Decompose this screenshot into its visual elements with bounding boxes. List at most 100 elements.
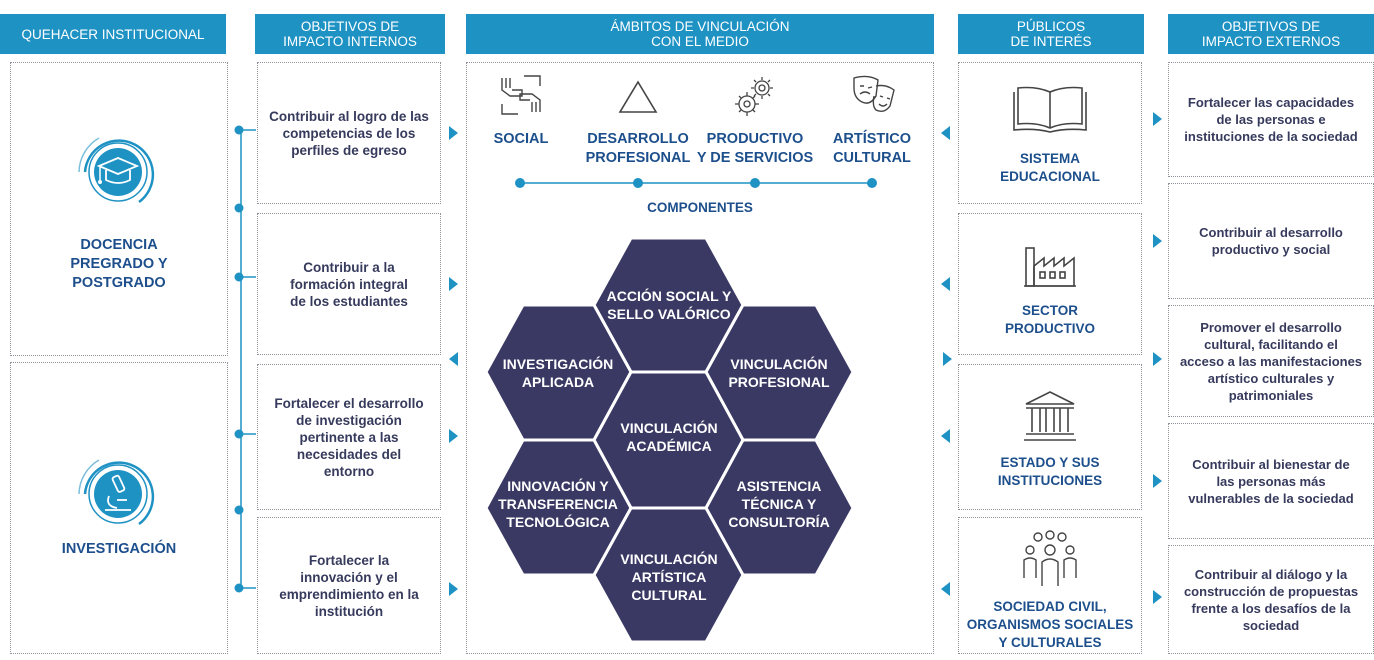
text-line: Contribuir a la (303, 259, 395, 275)
obj-interno-text: Contribuir a la formación integral de lo… (257, 213, 441, 355)
obj-interno-box (257, 364, 441, 510)
text-line: emprendimiento en la (279, 586, 419, 602)
publico-box (958, 62, 1142, 204)
arrow-right-icon (449, 429, 458, 443)
publico-sociedad-civil-label: SOCIEDAD CIVIL, ORGANISMOS SOCIALES Y CU… (958, 598, 1142, 652)
header-objetivos-internos: OBJETIVOS DE IMPACTO INTERNOS (255, 14, 445, 54)
text-line: Contribuir al logro de las (269, 108, 429, 124)
hex-center-line: ACADÉMICA (626, 438, 712, 454)
arrow-right-icon (449, 277, 458, 291)
text-line: Fortalecer el desarrollo (274, 395, 424, 411)
header-line: PÚBLICOS (1016, 19, 1086, 34)
header-ambitos-vinculacion: ÁMBITOS DE VINCULACIÓN CON EL MEDIO (466, 14, 934, 54)
text-line: sociedad (1242, 617, 1300, 633)
label-line: PREGRADO Y (70, 256, 168, 272)
header-line: OBJETIVOS DE (300, 19, 400, 34)
label-line: DOCENCIA (80, 237, 158, 253)
text-line: Contribuir al bienestar de (1192, 456, 1350, 472)
label-line: SISTEMA (1019, 151, 1080, 166)
ambito-social-label: SOCIAL (481, 130, 561, 149)
text-line: acceso a las manifestaciones (1179, 353, 1363, 369)
people-group-icon (1023, 530, 1077, 586)
book-icon (1013, 86, 1087, 133)
text-line: Fortalecer las capacidades (1187, 95, 1355, 110)
docencia-label: DOCENCIA PREGRADO Y POSTGRADO (10, 236, 228, 293)
text-line: Contribuir al desarrollo (1199, 225, 1343, 240)
header-quehacer-label: QUEHACER INSTITUCIONAL (21, 26, 205, 42)
hex-ul-line: APLICADA (522, 374, 594, 390)
text-line: patrimoniales (1228, 387, 1314, 403)
label-line: EDUCACIONAL (1000, 169, 1100, 184)
arrow-left-icon (941, 277, 950, 291)
hex-top-line: ACCIÓN SOCIAL Y (607, 287, 732, 304)
graduation-cap-icon (78, 137, 155, 204)
arrow-left-icon (941, 429, 950, 443)
label-line: ORGANISMOS SOCIALES (966, 617, 1134, 632)
label-line: PRODUCTIVO (1004, 321, 1095, 336)
arrow-right-icon (1153, 352, 1162, 366)
text-line: frente a los desafíos de la (1191, 600, 1351, 616)
triangle-icon (618, 80, 658, 113)
header-line: IMPACTO EXTERNOS (1201, 34, 1341, 49)
arrow-right-icon (449, 582, 458, 596)
hex-bottom-line: VINCULACIÓN (620, 550, 717, 567)
label-line: Y CULTURALES (998, 635, 1102, 650)
obj-interno-text: Fortalecer la innovación y el emprendimi… (257, 517, 441, 654)
microscope-icon (78, 459, 155, 526)
label-line: INSTITUCIONES (997, 473, 1103, 488)
label-line: SOCIAL (493, 131, 549, 147)
hex-ur-line: PROFESIONAL (728, 374, 830, 390)
header-line: OBJETIVOS DE (1221, 19, 1321, 34)
header-line: DE INTERÉS (1010, 34, 1092, 49)
text-line: innovación y el (300, 569, 398, 585)
arrow-right-icon (1153, 112, 1162, 126)
obj-externo-text: Promover el desarrollo cultural, facilit… (1168, 305, 1374, 417)
connector-line (234, 125, 256, 593)
text-line: Promover el desarrollo (1200, 319, 1342, 335)
hexagon-bottom (592, 506, 745, 644)
government-building-icon (1024, 391, 1076, 441)
obj-externo-text: Contribuir al diálogo y la construcción … (1168, 545, 1374, 654)
label-line: PRODUCTIVO (706, 131, 804, 147)
label-line: COMPONENTES (647, 200, 753, 215)
arrow-right-icon (1153, 590, 1162, 604)
hexagon-cluster: ACCIÓN SOCIAL Y SELLO VALÓRICO INVESTIGA… (484, 236, 855, 644)
obj-interno-text: Fortalecer el desarrollo de investigació… (257, 364, 441, 510)
obj-interno-text: Contribuir al logro de las competencias … (257, 62, 441, 204)
arrow-left-icon (941, 582, 950, 596)
docencia-box (10, 62, 228, 356)
text-line: productivo y social (1211, 242, 1331, 257)
publico-sistema-educacional-label: SISTEMA EDUCACIONAL (958, 150, 1142, 186)
ambito-productivo-label: PRODUCTIVO Y DE SERVICIOS (696, 130, 814, 168)
hex-bottom-line: CULTURAL (631, 587, 707, 603)
label-line: INVESTIGACIÓN (61, 541, 177, 557)
text-line: pertinente a las (299, 429, 399, 445)
obj-externo-text: Contribuir al desarrollo productivo y so… (1168, 183, 1374, 299)
arrow-left-icon (449, 352, 458, 366)
text-line: cultural, facilitando el (1204, 336, 1338, 352)
hex-ll-line: TECNOLÓGICA (506, 513, 609, 530)
text-line: Fortalecer la (308, 552, 390, 568)
label-line: SOCIEDAD CIVIL, (993, 599, 1107, 614)
text-line: vulnerables de la sociedad (1188, 490, 1354, 506)
hex-ur-line: VINCULACIÓN (730, 355, 827, 372)
hex-ll-line: TRANSFERENCIA (498, 496, 618, 512)
text-line: de las personas e (1216, 112, 1326, 127)
label-line: DESARROLLO (587, 131, 689, 147)
label-line: CULTURAL (833, 150, 911, 166)
arrow-right-icon (1153, 474, 1162, 488)
componentes-label: COMPONENTES (466, 198, 934, 217)
header-line: ÁMBITOS DE VINCULACIÓN (610, 19, 790, 34)
text-line: de los estudiantes (290, 293, 408, 309)
label-line: ESTADO Y SUS (1000, 455, 1100, 470)
text-line: de investigación (296, 412, 402, 428)
hex-lr-line: ASISTENCIA (737, 478, 822, 494)
investigacion-label: INVESTIGACIÓN (10, 540, 228, 559)
header-objetivos-externos: OBJETIVOS DE IMPACTO EXTERNOS (1168, 14, 1374, 54)
header-publicos-interes: PÚBLICOS DE INTERÉS (958, 14, 1144, 54)
text-line: entorno (323, 463, 375, 479)
label-line: ARTÍSTICO (832, 131, 912, 147)
label-line: SECTOR (1021, 303, 1078, 318)
gears-icon (735, 77, 773, 116)
arrow-left-icon (941, 126, 950, 140)
